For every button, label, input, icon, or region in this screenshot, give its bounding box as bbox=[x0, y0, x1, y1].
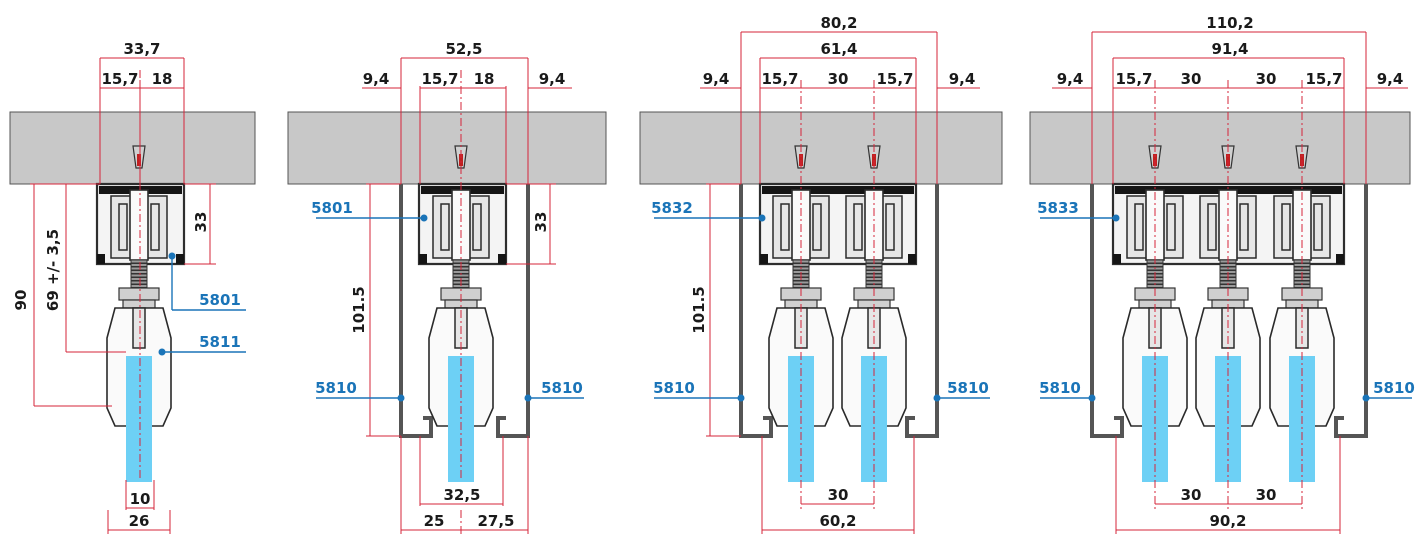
dim-top-seg: 15,7 bbox=[1305, 70, 1342, 88]
dim-top-right: 18 bbox=[474, 70, 495, 88]
dim-top-gap-right: 9,4 bbox=[949, 70, 976, 88]
wheel-inner bbox=[472, 203, 482, 251]
dim-glass-thickness: 10 bbox=[130, 490, 151, 508]
dim-top-width: 33,7 bbox=[123, 40, 160, 58]
label-part: 5810 bbox=[1373, 379, 1415, 397]
thread bbox=[130, 277, 148, 281]
label-part: 5801 bbox=[199, 291, 241, 309]
dim-top-width: 110,2 bbox=[1206, 14, 1253, 32]
dim-bottom-width: 60,2 bbox=[819, 512, 856, 530]
thread bbox=[130, 263, 148, 267]
dim-top-seg: 15,7 bbox=[1115, 70, 1152, 88]
wheel-inner bbox=[1281, 203, 1291, 251]
dim-total-height: 90 bbox=[12, 290, 30, 311]
track-lip bbox=[1113, 254, 1121, 264]
label-part: 5833 bbox=[1037, 199, 1079, 217]
wheel-inner bbox=[1207, 203, 1217, 251]
dim-top-seg: 30 bbox=[828, 70, 849, 88]
label-part: 5801 bbox=[311, 199, 353, 217]
wheel-inner bbox=[1313, 203, 1323, 251]
axle-block bbox=[129, 189, 149, 261]
dim-top-left: 15,7 bbox=[101, 70, 138, 88]
glass-panel bbox=[126, 356, 152, 482]
dim-top-inner: 91,4 bbox=[1211, 40, 1248, 58]
track-top bbox=[762, 186, 914, 194]
thread bbox=[130, 270, 148, 274]
frame-right bbox=[1334, 184, 1368, 438]
label-part: 5810 bbox=[541, 379, 583, 397]
dim-top-gap-right: 9,4 bbox=[539, 70, 566, 88]
dim-top-gap-left: 9,4 bbox=[1057, 70, 1084, 88]
dim-top-seg: 30 bbox=[1181, 70, 1202, 88]
dim-clamp-width: 26 bbox=[129, 512, 150, 530]
dim-top-gap-left: 9,4 bbox=[703, 70, 730, 88]
thread bbox=[130, 259, 148, 264]
track-lip bbox=[760, 254, 768, 264]
dim-top-width: 80,2 bbox=[820, 14, 857, 32]
track-lip bbox=[419, 254, 427, 264]
wheel-inner bbox=[853, 203, 863, 251]
ceiling bbox=[639, 111, 1003, 185]
wheel-inner bbox=[1134, 203, 1144, 251]
bolt-core bbox=[137, 154, 141, 166]
dim-bottom-width: 32,5 bbox=[443, 486, 480, 504]
bolt-core bbox=[459, 154, 463, 166]
track-lip bbox=[97, 254, 105, 264]
dim-top-inner: 61,4 bbox=[820, 40, 857, 58]
frame-left bbox=[1090, 184, 1124, 438]
label-part: 5810 bbox=[315, 379, 357, 397]
dim-bottom-left: 25 bbox=[424, 512, 445, 530]
dim-top-left: 15,7 bbox=[421, 70, 458, 88]
label-part: 5811 bbox=[199, 333, 241, 351]
frame-left bbox=[739, 184, 773, 438]
dim-bottom-width: 90,2 bbox=[1209, 512, 1246, 530]
track-lip bbox=[176, 254, 184, 264]
ceiling bbox=[9, 111, 256, 185]
wheel-inner bbox=[812, 203, 822, 251]
frame-right bbox=[496, 184, 530, 438]
washer bbox=[122, 299, 156, 309]
thread bbox=[130, 284, 148, 288]
wheel-inner bbox=[1239, 203, 1249, 251]
dim-adjust-height: 69 +/- 3,5 bbox=[44, 229, 62, 311]
nut bbox=[118, 287, 160, 301]
dim-profile-height: 33 bbox=[192, 212, 210, 233]
dim-bottom-pitch: 30 bbox=[1256, 486, 1277, 504]
wheel-inner bbox=[1166, 203, 1176, 251]
label-part: 5810 bbox=[1039, 379, 1081, 397]
wheel-inner bbox=[885, 203, 895, 251]
thread bbox=[130, 280, 148, 285]
dim-top-gap-right: 9,4 bbox=[1377, 70, 1404, 88]
dim-top-seg: 15,7 bbox=[876, 70, 913, 88]
frame-left bbox=[399, 184, 433, 438]
dim-total-height: 101.5 bbox=[350, 286, 368, 333]
dim-bottom-pitch: 30 bbox=[828, 486, 849, 504]
dim-bottom-pitch: 30 bbox=[1181, 486, 1202, 504]
dim-top-seg: 15,7 bbox=[761, 70, 798, 88]
wheel-inner bbox=[150, 203, 160, 251]
wheel-inner bbox=[118, 203, 128, 251]
clamp-insert bbox=[132, 307, 146, 349]
track-lip bbox=[908, 254, 916, 264]
dim-top-right: 18 bbox=[152, 70, 173, 88]
dim-total-height: 101.5 bbox=[690, 286, 708, 333]
dim-top-seg: 30 bbox=[1256, 70, 1277, 88]
dim-profile-height: 33 bbox=[532, 212, 550, 233]
label-part: 5810 bbox=[653, 379, 695, 397]
wheel-inner bbox=[440, 203, 450, 251]
ceiling bbox=[1029, 111, 1411, 185]
wheel-inner bbox=[780, 203, 790, 251]
ceiling bbox=[287, 111, 607, 185]
track-lip bbox=[498, 254, 506, 264]
thread bbox=[130, 273, 148, 278]
frame-right bbox=[905, 184, 939, 438]
label-part: 5832 bbox=[651, 199, 693, 217]
label-part: 5810 bbox=[947, 379, 989, 397]
dim-top-width: 52,5 bbox=[445, 40, 482, 58]
dim-top-gap-left: 9,4 bbox=[363, 70, 390, 88]
track-lip bbox=[1336, 254, 1344, 264]
dim-bottom-right: 27,5 bbox=[477, 512, 514, 530]
thread bbox=[130, 266, 148, 271]
